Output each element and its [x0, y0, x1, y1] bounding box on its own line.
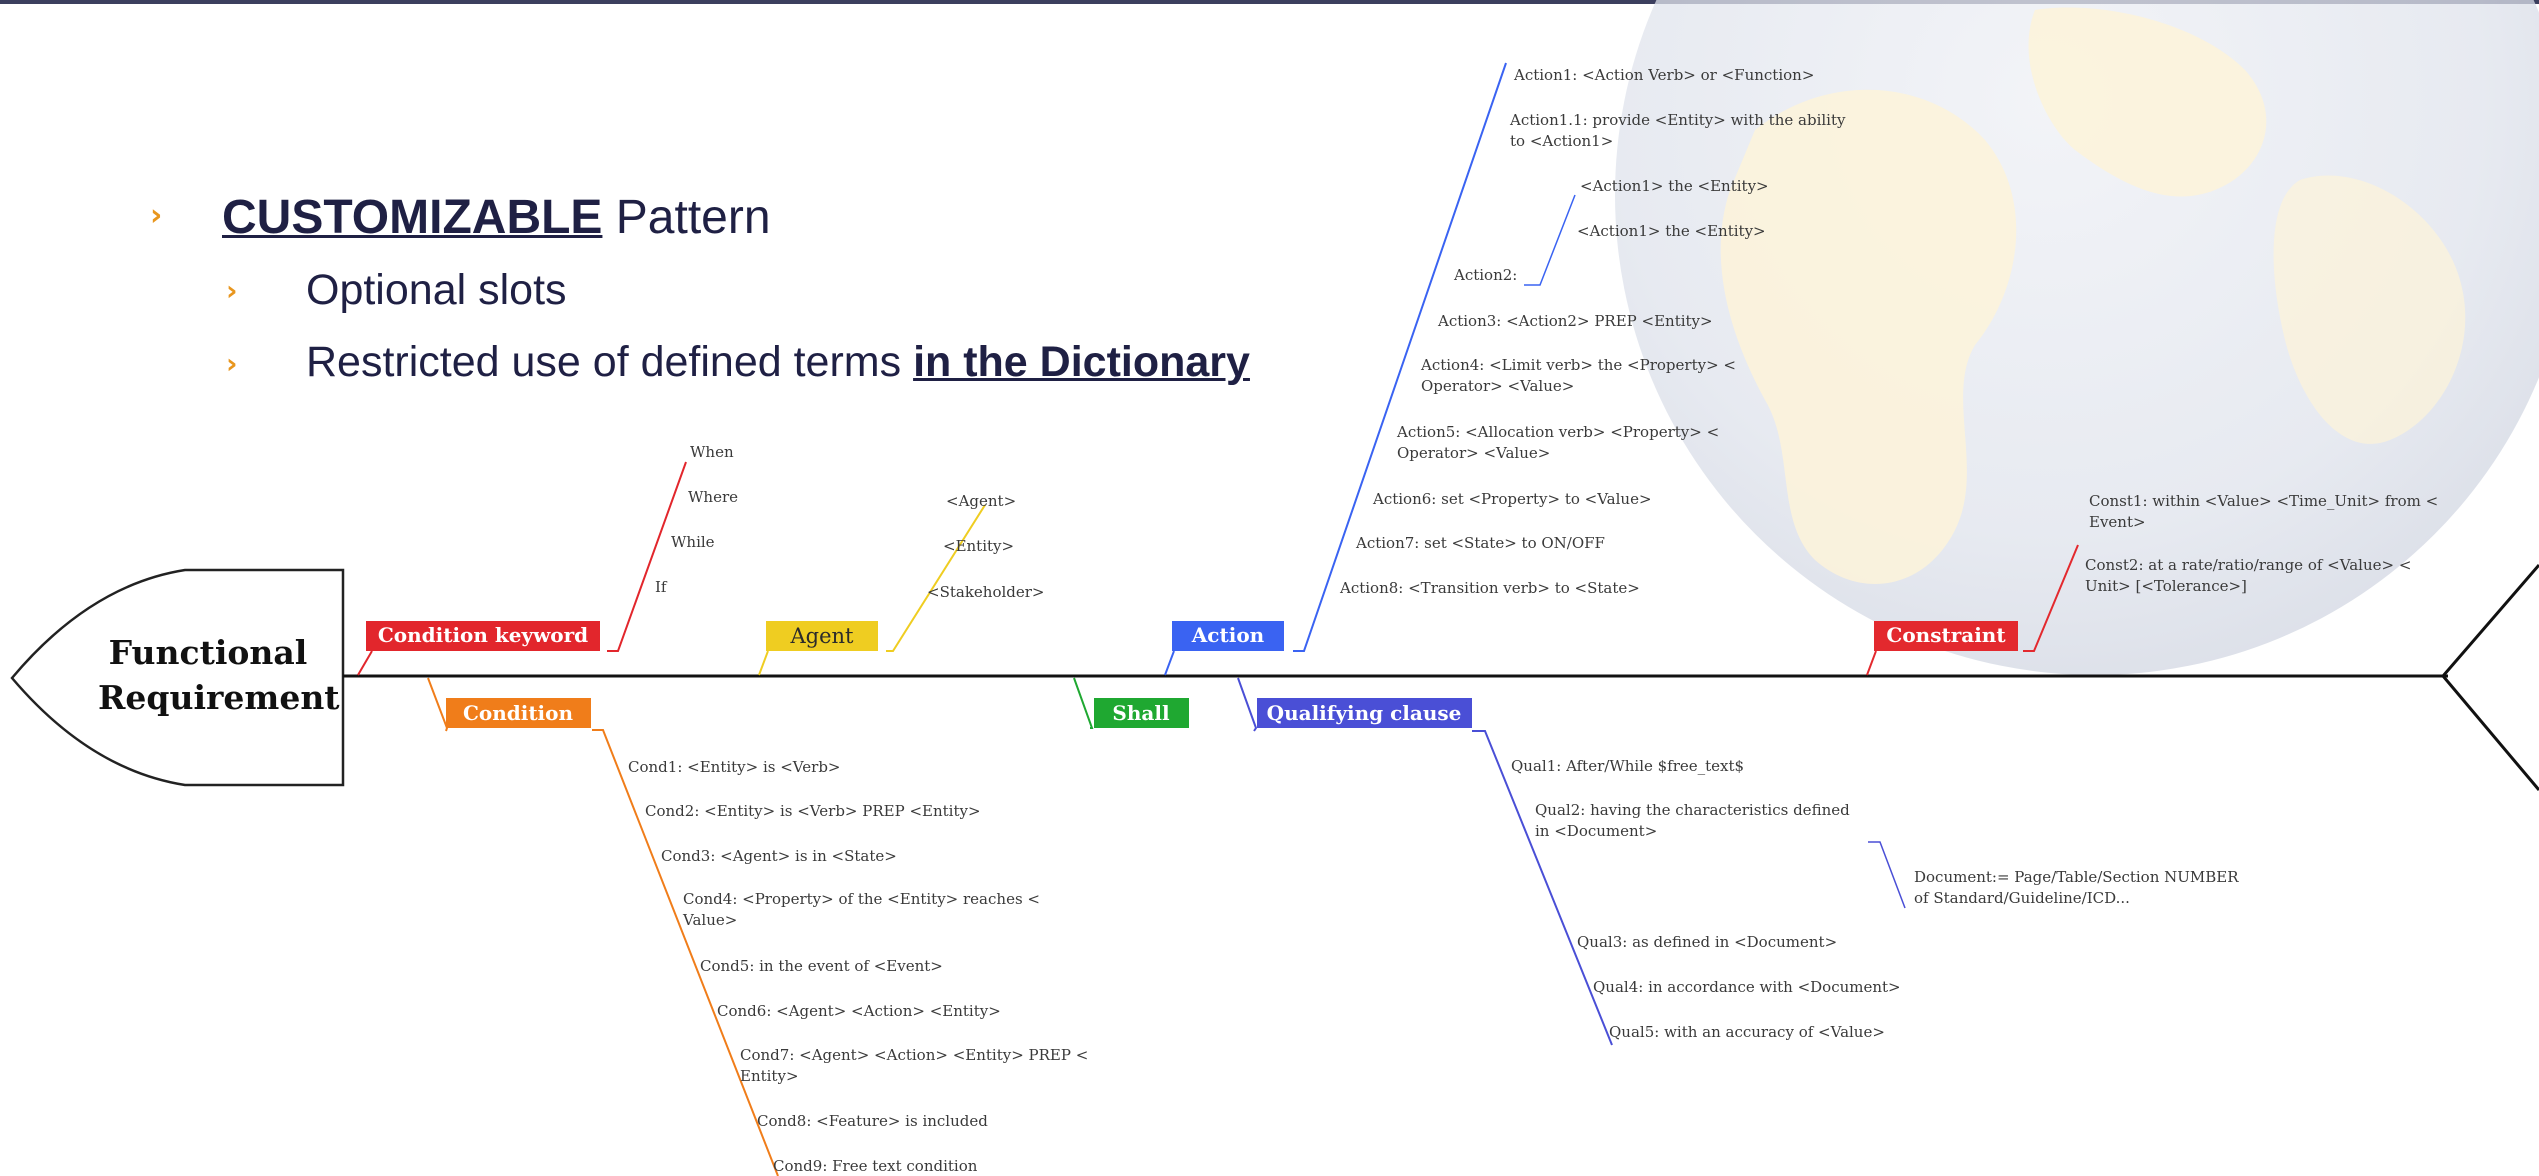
cond-keyword-while: While [671, 533, 715, 551]
functional-requirement-label: Functional Requirement [98, 630, 340, 720]
action1-sub-b: <Action1> the <Entity> [1577, 222, 1766, 240]
agent-label: Agent [790, 624, 855, 648]
condition-box [446, 698, 591, 728]
qual1: Qual1: After/While $free_text$ [1511, 757, 1744, 775]
qual2-line2: in <Document> [1535, 822, 1657, 840]
cond-keyword-if: If [655, 578, 668, 596]
globe-landmass-1 [1720, 89, 2017, 584]
bullet-arrow-icon: › [150, 198, 163, 233]
action4-line2: Operator> <Value> [1421, 377, 1574, 395]
cond4-line2: Value> [682, 911, 737, 929]
action8: Action8: <Transition verb> to <State> [1339, 579, 1640, 597]
const2-line2: Unit> [<Tolerance>] [2085, 577, 2247, 595]
const2-line1: Const2: at a rate/ratio/range of <Value>… [2085, 556, 2411, 574]
qual2-line1: Qual2: having the characteristics define… [1535, 801, 1850, 819]
action1-1-line1: Action1.1: provide <Entity> with the abi… [1509, 111, 1846, 129]
cond1: Cond1: <Entity> is <Verb> [628, 758, 840, 776]
qualifying-clause-box [1257, 698, 1472, 728]
qual4: Qual4: in accordance with <Document> [1593, 978, 1901, 996]
action6: Action6: set <Property> to <Value> [1372, 490, 1652, 508]
action2: Action2: [1453, 266, 1517, 284]
restricted-use-text: Restricted use of defined terms [306, 338, 914, 386]
cond2: Cond2: <Entity> is <Verb> PREP <Entity> [645, 802, 981, 820]
dictionary-strong: in the Dictionary [913, 338, 1250, 386]
qual3: Qual3: as defined in <Document> [1577, 933, 1837, 951]
action1: Action1: <Action Verb> or <Function> [1513, 66, 1814, 84]
condition-label: Condition [463, 701, 574, 725]
action5-line2: Operator> <Value> [1397, 444, 1550, 462]
cond4-line1: Cond4: <Property> of the <Entity> reache… [683, 890, 1040, 908]
action7: Action7: set <State> to ON/OFF [1355, 534, 1605, 552]
bullet-customizable-pattern: CUSTOMIZABLE Pattern [222, 190, 771, 245]
pattern-text: Pattern [602, 191, 771, 244]
fish-head [10, 568, 345, 787]
agent-box [766, 621, 878, 651]
condition-keyword-label: Condition keyword [378, 623, 588, 647]
action3: Action3: <Action2> PREP <Entity> [1437, 312, 1713, 330]
cond-keyword-when: When [690, 443, 734, 461]
agent-stakeholder: <Stakeholder> [927, 583, 1045, 601]
action-label: Action [1191, 623, 1265, 647]
shall-box [1094, 698, 1189, 728]
qual5: Qual5: with an accuracy of <Value> [1609, 1023, 1885, 1041]
agent-agent: <Agent> [946, 492, 1016, 510]
cond7-line2: Entity> [740, 1067, 799, 1085]
qualifying-clause-label: Qualifying clause [1267, 701, 1462, 725]
document-line2: of Standard/Guideline/ICD... [1914, 889, 2130, 907]
bullet-optional-slots: Optional slots [306, 266, 567, 315]
shall-label: Shall [1112, 701, 1170, 725]
action1-1-line2: to <Action1> [1510, 132, 1613, 150]
top-border-bar [0, 0, 2539, 4]
functional-requirement-line1: Functional [108, 633, 308, 672]
agent-entity: <Entity> [943, 537, 1014, 555]
constraint-label: Constraint [1886, 623, 2006, 647]
optional-slots-text: Optional slots [306, 266, 567, 314]
cond9: Cond9: Free text condition [773, 1157, 978, 1175]
cond-keyword-where: Where [688, 488, 738, 506]
const1-line2: Event> [2089, 513, 2146, 531]
condition-keyword-box [366, 621, 600, 651]
sub-bullet-arrow-icon: › [226, 274, 238, 307]
functional-requirement-line2: Requirement [98, 678, 340, 717]
cond7-line1: Cond7: <Agent> <Action> <Entity> PREP < [740, 1046, 1088, 1064]
action1-sub-a: <Action1> the <Entity> [1580, 177, 1769, 195]
document-line1: Document:= Page/Table/Section NUMBER [1914, 868, 2239, 886]
cond5: Cond5: in the event of <Event> [700, 957, 943, 975]
action4-line1: Action4: <Limit verb> the <Property> < [1420, 356, 1736, 374]
constraint-box [1874, 621, 2018, 651]
const1-line1: Const1: within <Value> <Time_Unit> from … [2089, 492, 2438, 510]
cond6: Cond6: <Agent> <Action> <Entity> [717, 1002, 1001, 1020]
customizable-strong: CUSTOMIZABLE [222, 191, 603, 244]
action-box [1172, 621, 1284, 651]
sub-bullet-arrow-icon: › [226, 347, 238, 380]
bullet-restricted-use: Restricted use of defined terms in the D… [306, 338, 1250, 387]
globe-landmass-3 [2273, 175, 2466, 444]
fish-tail [2441, 564, 2539, 791]
cond8: Cond8: <Feature> is included [757, 1112, 988, 1130]
globe-landmass-2 [2028, 7, 2267, 197]
action5-line1: Action5: <Allocation verb> <Property> < [1396, 423, 1719, 441]
cond3: Cond3: <Agent> is in <State> [661, 847, 897, 865]
